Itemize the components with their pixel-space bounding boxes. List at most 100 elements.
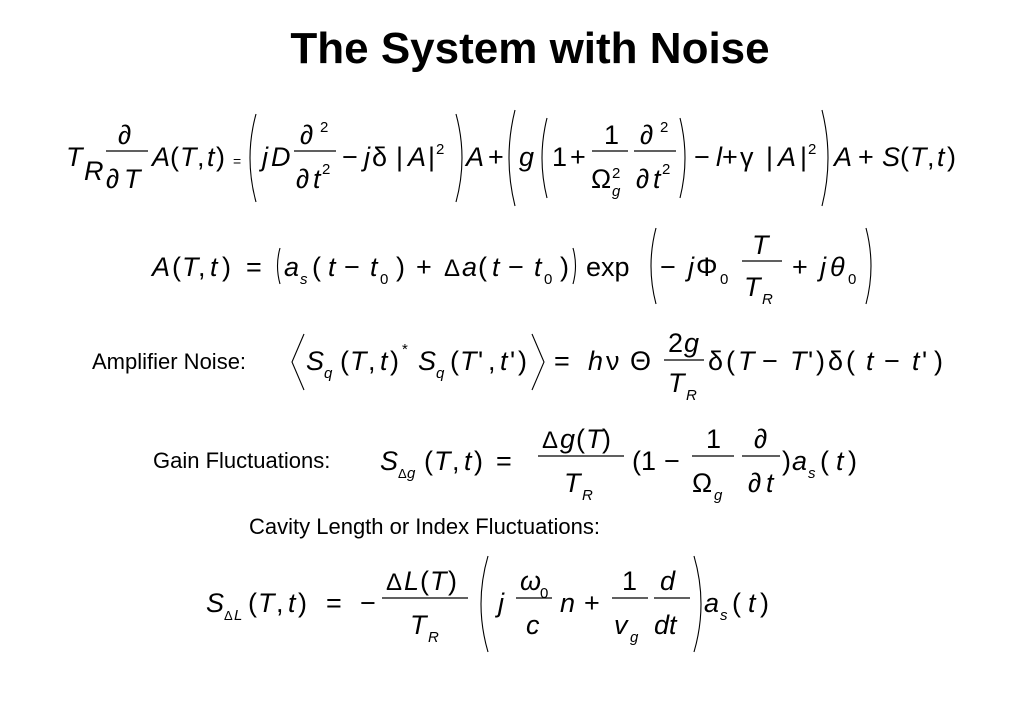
svg-text:): ) [448,566,457,596]
svg-text:(: ( [900,142,909,172]
svg-text:2: 2 [436,141,444,158]
svg-text:Θ: Θ [630,346,651,376]
svg-text:(: ( [450,346,459,376]
svg-text:): ) [396,252,405,282]
svg-text:,: , [198,252,206,282]
svg-text:+: + [488,142,504,172]
svg-text:exp: exp [586,252,630,282]
svg-text:∂: ∂ [748,468,761,498]
svg-text:T: T [564,468,583,498]
svg-text:j: j [684,252,695,282]
svg-text:A: A [150,252,170,282]
svg-text:δ: δ [708,346,723,376]
svg-text:*: * [402,341,408,358]
svg-text:2: 2 [808,141,816,158]
cavity-fluctuations-label: Cavity Length or Index Fluctuations: [249,514,600,539]
svg-text:g: g [630,629,639,646]
svg-text:c: c [526,610,540,640]
svg-text:): ) [474,446,483,476]
svg-text:+: + [570,142,586,172]
svg-text:∂: ∂ [106,164,119,194]
amplifier-noise-label: Amplifier Noise: [92,349,247,374]
svg-text:a: a [704,588,719,618]
svg-text:Δ: Δ [386,569,402,596]
svg-text:': ' [808,346,813,376]
svg-text:s: s [720,607,728,624]
svg-text:1: 1 [552,142,567,172]
svg-text:2: 2 [668,328,683,358]
svg-text:): ) [216,142,225,172]
svg-text:,: , [927,142,935,172]
svg-text:T: T [430,566,449,596]
svg-text:a: a [792,446,807,476]
svg-text:h: h [588,346,603,376]
svg-text:−: − [660,252,676,282]
svg-text:−: − [360,588,376,618]
svg-text:S: S [380,446,398,476]
svg-text:(: ( [846,346,855,376]
svg-text:+: + [722,142,738,172]
svg-text:ω: ω [520,566,541,596]
svg-text:(: ( [726,346,735,376]
svg-text:g: g [407,465,416,482]
svg-text:R: R [84,156,104,186]
svg-text:): ) [298,588,307,618]
svg-text:,: , [368,346,376,376]
svg-text:S: S [206,588,224,618]
svg-text:|: | [800,142,807,172]
svg-text:(: ( [424,446,433,476]
svg-text:T: T [752,230,771,260]
svg-text:T: T [258,588,277,618]
svg-text:t: t [534,252,543,282]
svg-text:': ' [510,346,515,376]
svg-text:t: t [380,346,389,376]
svg-text:∂: ∂ [636,164,649,194]
svg-text:1: 1 [622,566,637,596]
svg-text:2: 2 [660,119,668,136]
svg-text:g: g [714,487,723,504]
svg-text:−: − [664,446,680,476]
svg-text:g: g [612,183,621,200]
cavity-fluctuations-equation: S Δ L ( T , t ) = − Δ L ( T ) T R j ω 0 … [206,555,769,653]
svg-text:∂: ∂ [640,120,653,150]
svg-text:∂: ∂ [296,164,309,194]
svg-text:0: 0 [720,271,728,288]
svg-text:∂: ∂ [300,120,313,150]
svg-text:δ: δ [372,142,387,172]
svg-text:t: t [370,252,379,282]
svg-text:Δ: Δ [398,466,407,481]
svg-text:θ: θ [830,252,845,282]
svg-text:t: t [912,346,921,376]
svg-text:=: = [246,252,262,282]
svg-text:g: g [519,142,534,172]
svg-text:,: , [276,588,284,618]
svg-text:S: S [882,142,900,172]
svg-text:+: + [584,588,600,618]
svg-text:2: 2 [322,161,330,178]
svg-text:q: q [436,365,445,382]
svg-text:L: L [404,566,419,596]
svg-text:T: T [180,142,199,172]
svg-text:ν: ν [606,346,620,376]
svg-text:(1: (1 [632,446,656,476]
svg-text:T: T [744,272,763,302]
svg-text:): ) [934,346,943,376]
svg-text:+: + [416,252,432,282]
svg-text:(: ( [478,252,487,282]
svg-text:l: l [716,142,723,172]
svg-text:T: T [586,424,605,454]
svg-text:T: T [350,346,369,376]
svg-text:2: 2 [662,161,670,178]
svg-text:A: A [406,142,426,172]
svg-text:T: T [182,252,201,282]
svg-text:,: , [197,142,205,172]
svg-text:): ) [782,446,791,476]
svg-text:j: j [816,252,827,282]
ansatz-equation: A ( T , t ) = a s ( t − t 0 ) + Δ a ( t … [150,227,872,308]
svg-text:t: t [866,346,875,376]
svg-text:Φ: Φ [696,252,718,282]
svg-text:t: t [464,446,473,476]
svg-text:): ) [816,346,825,376]
svg-text:): ) [848,446,857,476]
svg-text:(: ( [420,566,429,596]
